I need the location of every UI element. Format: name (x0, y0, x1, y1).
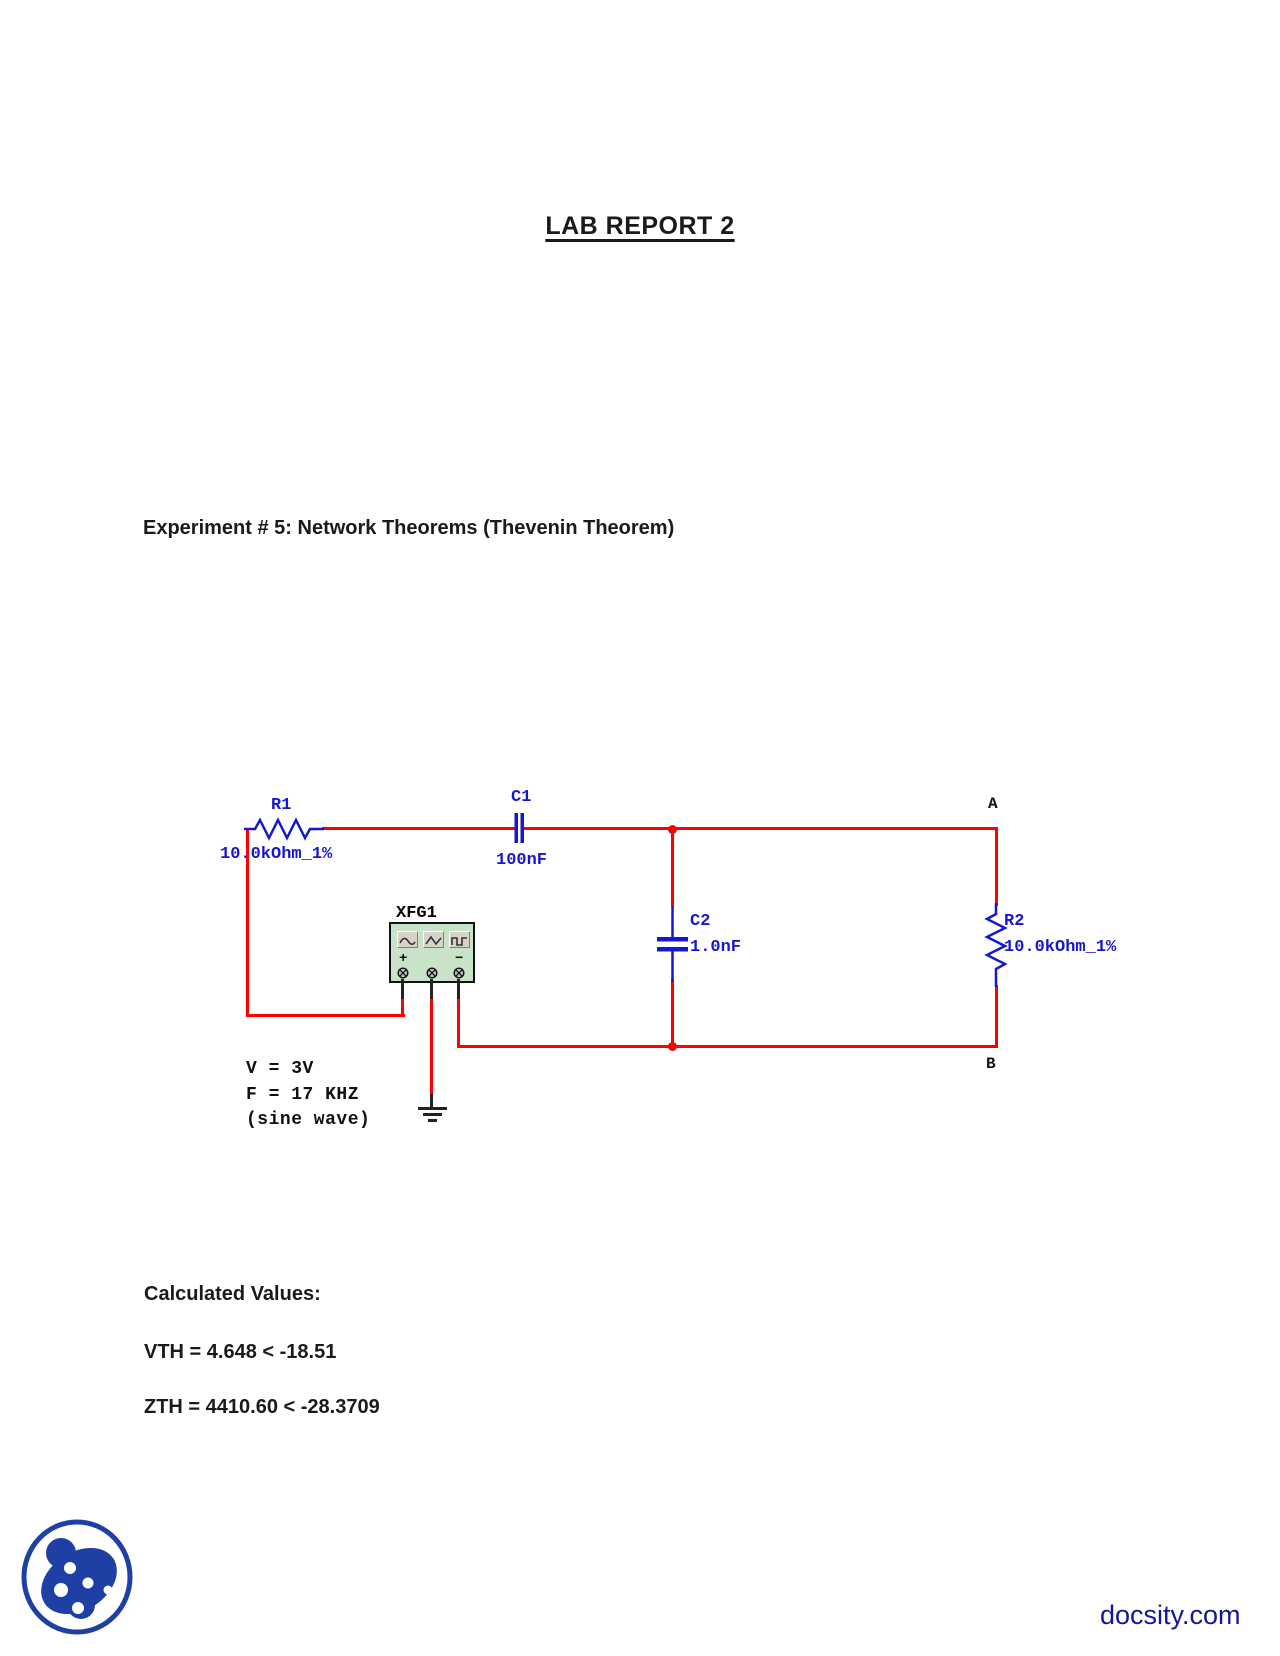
experiment-heading: Experiment # 5: Network Theorems (Theven… (143, 517, 675, 539)
triangle-wave-icon (425, 935, 442, 945)
terminal-stub-common (430, 979, 433, 999)
terminal-stub-minus (457, 979, 460, 999)
r2-value: 10.0kOhm_1% (1004, 938, 1117, 957)
source-waveform-note: (sine wave) (246, 1110, 371, 1130)
junction-dot-bottom (668, 1042, 677, 1051)
r1-label: R1 (271, 796, 292, 815)
wire-xfg-common (430, 999, 433, 1094)
r2-label: R2 (1004, 912, 1025, 931)
docsity-watermark: docsity.com (1100, 1600, 1241, 1630)
c1-label: C1 (511, 788, 532, 807)
page-title: LAB REPORT 2 (545, 212, 735, 240)
capacitor-c2 (657, 906, 688, 982)
wire-right-vertical-upper (995, 829, 998, 906)
c1-value: 100nF (496, 851, 548, 870)
xfg1-label: XFG1 (396, 904, 437, 923)
sine-wave-icon (399, 937, 416, 945)
node-label-a: A (988, 795, 998, 813)
docsity-logo (21, 1519, 133, 1635)
resistor-r2 (984, 903, 1008, 987)
wire-c2-lower (671, 979, 674, 1047)
sine-wave-button[interactable] (397, 931, 418, 948)
vth-value-line: VTH = 4.648 < -18.51 (144, 1341, 337, 1363)
wire-xfg-minus (457, 999, 460, 1048)
capacitor-c1 (514, 813, 524, 843)
zth-value-line: ZTH = 4410.60 < -28.3709 (144, 1396, 380, 1418)
wire-top-left (322, 827, 516, 830)
xfg1-minus-terminal-label: − (455, 951, 464, 967)
source-frequency-note: F = 17 KHZ (246, 1085, 360, 1105)
wire-right-vertical-lower (995, 985, 998, 1047)
calculated-values-heading: Calculated Values: (144, 1283, 321, 1305)
terminal-common-icon (426, 967, 438, 979)
wire-xfg-plus (401, 999, 404, 1016)
xfg1-plus-terminal-label: + (399, 951, 408, 967)
c2-label: C2 (690, 912, 711, 931)
wire-left-vertical (246, 829, 249, 1017)
node-label-b: B (986, 1055, 996, 1073)
terminal-stub-plus (401, 979, 404, 999)
junction-dot-top (668, 825, 677, 834)
square-wave-button[interactable] (449, 931, 470, 948)
c2-value: 1.0nF (690, 938, 742, 957)
wire-bottom-main (457, 1045, 998, 1048)
wire-c2-upper (671, 830, 674, 907)
terminal-plus-icon (397, 967, 409, 979)
wire-bottom-left (246, 1014, 405, 1017)
wire-top-right (523, 827, 998, 830)
source-voltage-note: V = 3V (246, 1059, 314, 1079)
triangle-wave-button[interactable] (423, 931, 444, 948)
resistor-r1 (244, 817, 324, 841)
terminal-minus-icon (453, 967, 465, 979)
r1-value: 10.0kOhm_1% (220, 845, 333, 864)
square-wave-icon (451, 936, 467, 946)
